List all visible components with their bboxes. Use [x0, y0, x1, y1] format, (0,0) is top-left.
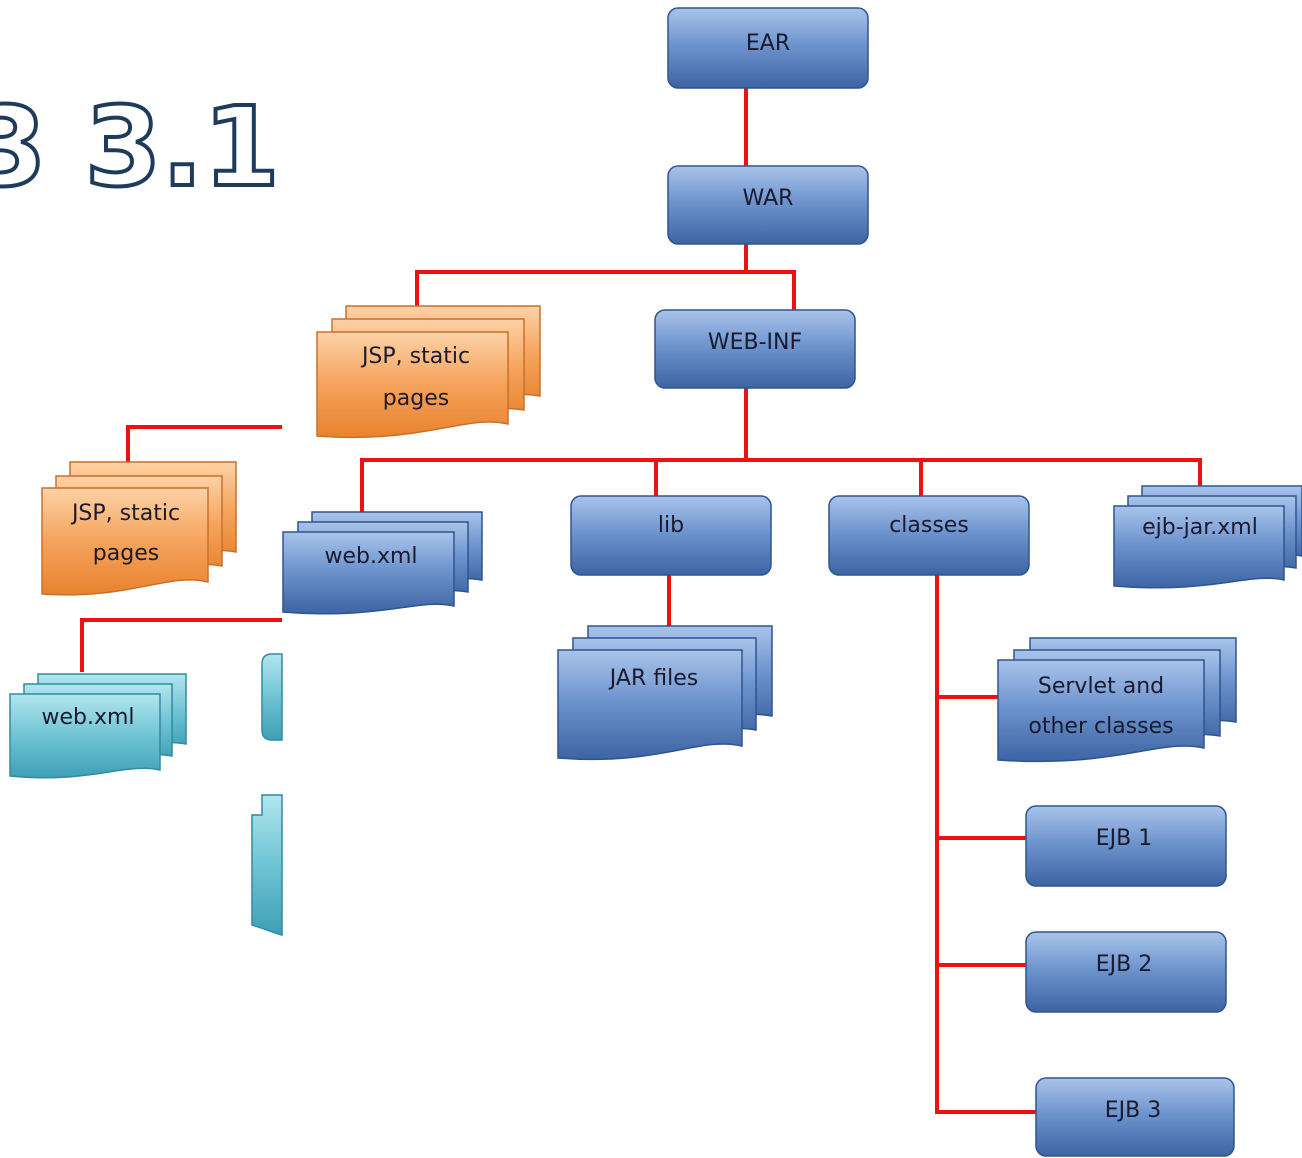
back-clipped-stack [251, 794, 283, 937]
node-ejb2[interactable]: EJB 2 [1025, 931, 1227, 1013]
back-jsp-pages-label-line: JSP, static [70, 501, 180, 526]
node-jsp-pages[interactable]: JSP, static pages [316, 305, 541, 439]
node-ejb3[interactable]: EJB 3 [1035, 1077, 1235, 1157]
tree-edges [360, 88, 1202, 1114]
node-ejb1[interactable]: EJB 1 [1025, 805, 1227, 887]
background-diagram: JSP, static pages web.xml [9, 425, 283, 937]
node-web-inf[interactable]: WEB-INF [654, 309, 856, 389]
node-war[interactable]: WAR [667, 165, 869, 245]
node-servlet-classes-label: Servlet and other classes [1028, 674, 1173, 739]
node-jsp-pages-label: JSP, static pages [360, 344, 470, 411]
node-classes-label: classes [889, 513, 969, 538]
node-war-label: WAR [743, 186, 794, 211]
back-web-xml-stack: web.xml [9, 673, 187, 779]
node-servlet-classes-label-line: other classes [1028, 714, 1173, 739]
node-ear[interactable]: EAR [667, 7, 869, 89]
node-web-inf-label: WEB-INF [708, 330, 802, 355]
node-servlet-classes-label-line: Servlet and [1038, 674, 1164, 699]
node-lib[interactable]: lib [570, 495, 772, 576]
node-web-xml[interactable]: web.xml [282, 511, 483, 615]
node-jsp-pages-label-line: JSP, static [360, 344, 470, 369]
node-servlet-classes[interactable]: Servlet and other classes [997, 637, 1237, 763]
node-ejb-jar-xml[interactable]: ejb-jar.xml [1113, 485, 1302, 589]
back-jsp-pages-label: JSP, static pages [70, 501, 180, 566]
back-web-xml-label: web.xml [41, 705, 134, 730]
node-jar-files[interactable]: JAR files [557, 625, 773, 761]
node-jar-files-label: JAR files [608, 666, 698, 691]
node-ejb-jar-xml-label: ejb-jar.xml [1142, 515, 1258, 540]
node-ejb3-label: EJB 3 [1105, 1098, 1161, 1123]
title-text: 3 3.1 [0, 83, 280, 211]
node-classes[interactable]: classes [828, 495, 1030, 576]
node-jsp-pages-label-line: pages [383, 386, 449, 411]
node-ejb2-label: EJB 2 [1096, 952, 1152, 977]
back-clipped-box [261, 653, 283, 741]
node-ejb1-label: EJB 1 [1096, 826, 1152, 851]
back-edge-top [126, 425, 282, 462]
node-lib-label: lib [658, 513, 684, 538]
back-edge-middle [80, 618, 282, 672]
back-jsp-pages-label-line: pages [93, 541, 159, 566]
back-jsp-pages-stack: JSP, static pages [41, 461, 237, 596]
node-ear-label: EAR [746, 31, 790, 56]
node-web-xml-label: web.xml [324, 544, 417, 569]
